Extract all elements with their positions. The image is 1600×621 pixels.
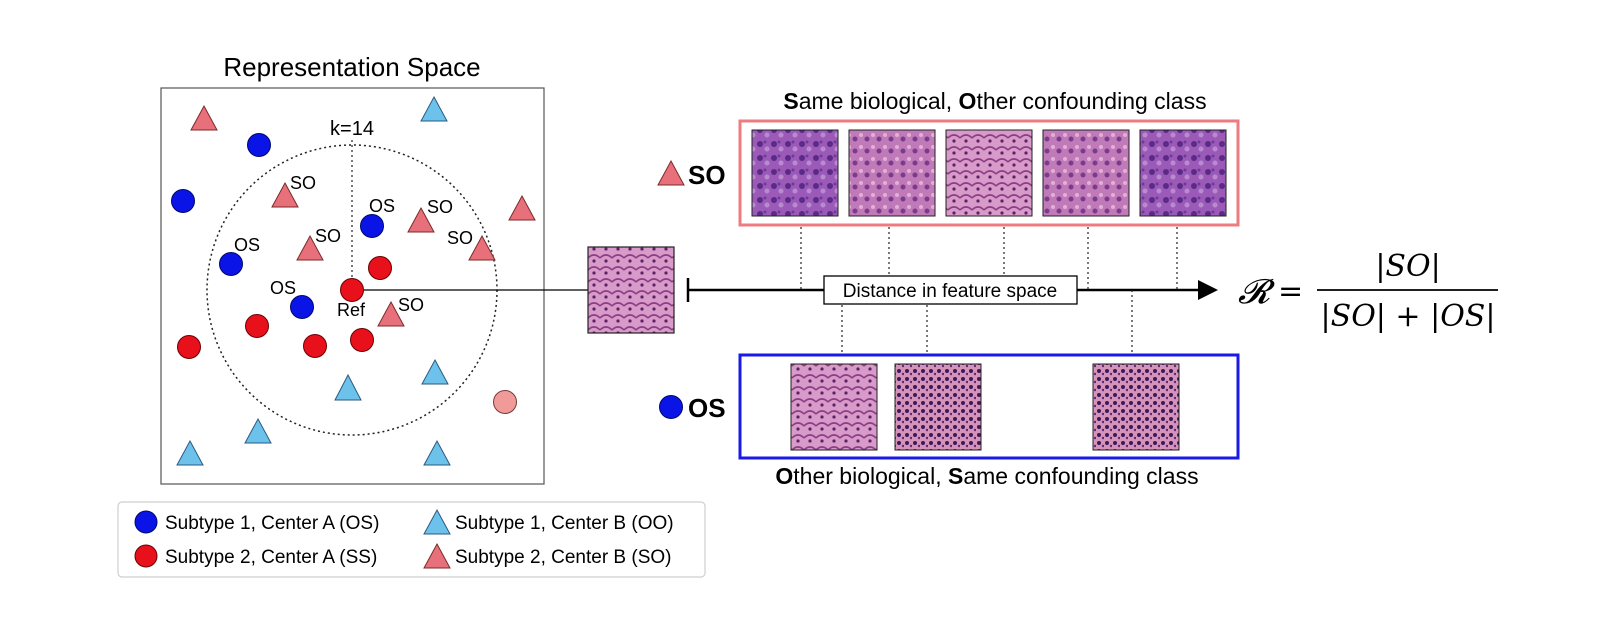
os-point-label: OS	[270, 278, 296, 298]
formula-denominator: |SO| + |OS|	[1321, 299, 1496, 334]
so-image-tile	[1139, 129, 1227, 217]
ss-point	[368, 256, 392, 280]
os-tag-marker	[659, 395, 683, 419]
os-point	[360, 214, 384, 238]
so-image-tile	[751, 129, 839, 217]
so-point-label: SO	[447, 228, 473, 248]
distance-axis-arrowhead	[1198, 280, 1218, 300]
panel-title: Representation Space	[223, 52, 480, 82]
so-point	[407, 206, 435, 233]
oo-point	[244, 417, 272, 444]
so-point	[296, 234, 324, 261]
reference-image-tile	[587, 246, 675, 334]
ss-point	[303, 334, 327, 358]
so-image-tile	[1042, 129, 1130, 217]
os-point-label: OS	[234, 235, 260, 255]
so-point-label: SO	[398, 295, 424, 315]
so-row-caption: Same biological, Other confounding class	[783, 88, 1206, 114]
so-point	[508, 194, 536, 221]
ss-point	[177, 335, 201, 359]
legend-label-so: Subtype 2, Center B (SO)	[455, 547, 672, 568]
formula-lhs: 𝓡	[1238, 272, 1276, 312]
oo-point	[420, 95, 448, 122]
os-point	[290, 295, 314, 319]
so-image-tile	[848, 129, 936, 217]
so-point	[468, 234, 496, 261]
so-point	[190, 104, 218, 131]
so-image-tile	[945, 129, 1033, 217]
k-label: k=14	[330, 118, 374, 140]
distance-axis-label: Distance in feature space	[843, 281, 1057, 302]
ref-label: Ref	[337, 300, 366, 320]
legend-label-os: Subtype 1, Center A (OS)	[165, 513, 379, 534]
ref-point	[340, 278, 364, 302]
legend-label-oo: Subtype 1, Center B (OO)	[455, 513, 674, 534]
ss-point	[350, 328, 374, 352]
so-tag-marker	[657, 159, 685, 186]
os-point	[247, 133, 271, 157]
ss-point	[245, 314, 269, 338]
os-image-tile	[894, 363, 982, 451]
legend-marker-so	[423, 542, 451, 569]
oo-point	[423, 439, 451, 466]
os-image-tile	[790, 363, 878, 451]
oo-point	[176, 439, 204, 466]
distance-label-box	[823, 275, 1078, 305]
so-point	[377, 300, 405, 327]
legend-label-ss: Subtype 2, Center A (SS)	[165, 547, 377, 568]
so-tag-label: SO	[688, 160, 726, 190]
os-point-label: OS	[369, 196, 395, 216]
so-point-label: SO	[290, 173, 316, 193]
formula-equals: =	[1278, 274, 1303, 309]
os-tag-label: OS	[688, 393, 726, 423]
legend-marker-ss	[134, 544, 158, 568]
legend-box	[117, 501, 706, 578]
oo-point	[334, 373, 362, 401]
os-image-tile	[1092, 363, 1180, 451]
light-red-point	[493, 390, 517, 414]
so-point-label: SO	[427, 197, 453, 217]
formula-numerator: |SO|	[1375, 249, 1440, 284]
os-row-caption: Other biological, Same confounding class	[775, 463, 1198, 489]
os-point	[171, 189, 195, 213]
legend-marker-oo	[423, 508, 451, 535]
oo-point	[421, 358, 449, 385]
so-point	[271, 181, 299, 208]
os-point	[219, 252, 243, 276]
so-point-label: SO	[315, 226, 341, 246]
legend-marker-os	[134, 510, 158, 534]
